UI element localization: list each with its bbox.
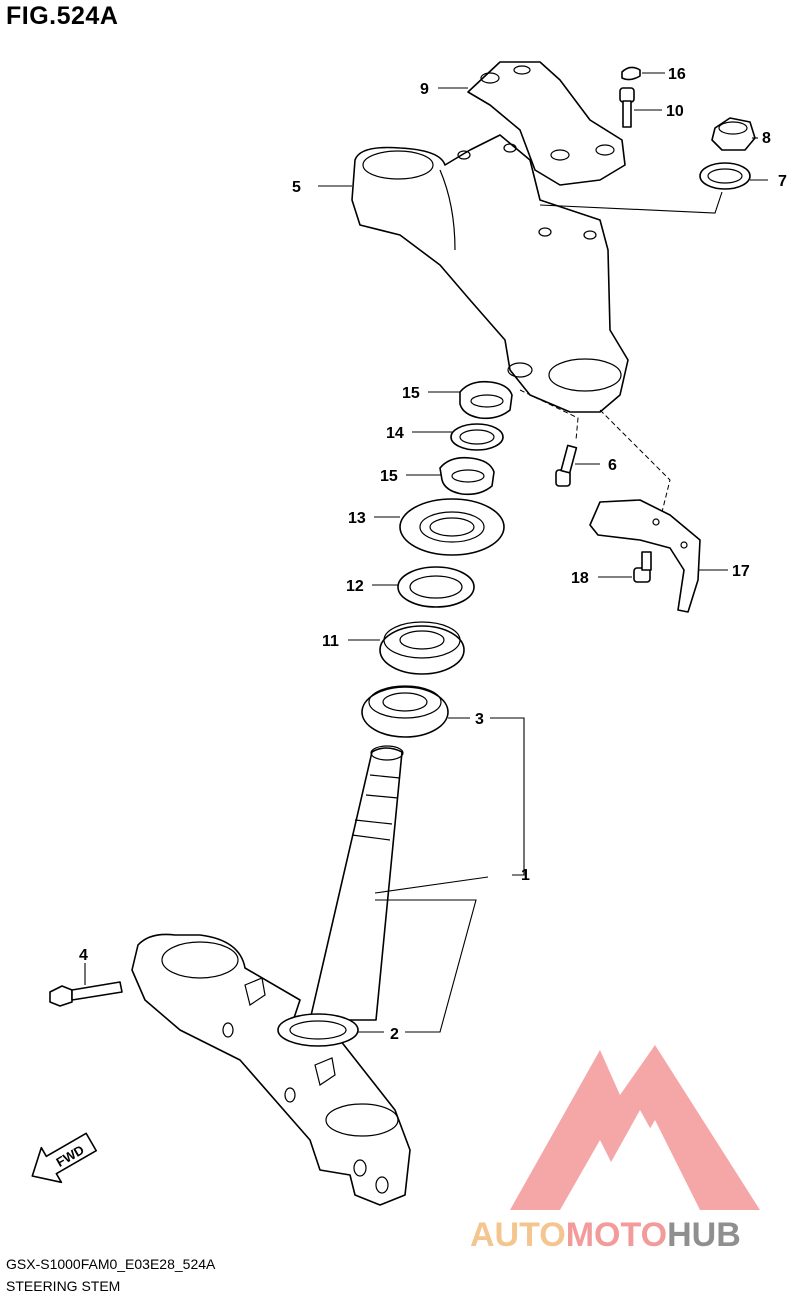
part-3-bearing-race [361, 685, 449, 738]
callout-1: 1 [521, 867, 530, 884]
part-12-seal-ring [397, 566, 475, 608]
callout-13: 13 [348, 510, 366, 527]
figure-title: FIG.524A [6, 2, 119, 30]
watermark-part-3: HUB [667, 1216, 741, 1254]
callout-5: 5 [292, 179, 301, 196]
part-8-nut [711, 117, 756, 151]
part-2-seal [277, 1013, 359, 1047]
callout-7: 7 [778, 173, 787, 190]
callout-6: 6 [608, 457, 617, 474]
part-18-bolt [633, 551, 652, 583]
callout-15-upper: 15 [402, 385, 420, 402]
part-13-dust-seal [399, 498, 505, 556]
part-5-upper-bracket [351, 134, 629, 413]
callout-2: 2 [390, 1026, 399, 1043]
callout-3: 3 [475, 711, 484, 728]
part-9-handlebar-clamp [467, 61, 626, 186]
part-1-steering-stem [131, 745, 411, 1206]
callout-16: 16 [668, 66, 686, 83]
part-6-bolt [555, 444, 578, 487]
callout-17: 17 [732, 563, 750, 580]
part-7-washer [699, 162, 751, 190]
callout-18: 18 [571, 570, 589, 587]
watermark-part-2: MOTO [565, 1216, 668, 1254]
part-16-cap [621, 66, 641, 81]
callout-10: 10 [666, 103, 684, 120]
watermark-text: AUTOMOTOHUB [470, 1216, 741, 1255]
part-4-bolt [49, 981, 123, 1007]
part-15-locknut-lower [439, 456, 495, 496]
callout-14: 14 [386, 425, 404, 442]
callout-11: 11 [322, 633, 339, 650]
part-17-cover [589, 499, 701, 613]
figure-name: STEERING STEM [6, 1278, 121, 1294]
figure-code: GSX-S1000FAM0_E03E28_524A [6, 1256, 216, 1272]
part-15-locknut-upper [459, 380, 513, 420]
part-10-bolt [619, 87, 635, 128]
triangle-logo-icon [510, 1045, 760, 1210]
fwd-arrow-icon: FWD [31, 1132, 97, 1184]
part-11-bearing [379, 621, 465, 675]
callout-15-lower: 15 [380, 468, 398, 485]
part-14-washer [450, 423, 504, 451]
watermark-part-1: AUTO [470, 1216, 566, 1254]
callout-4: 4 [79, 947, 88, 964]
callout-8: 8 [762, 130, 771, 147]
callout-12: 12 [346, 578, 364, 595]
callout-9: 9 [420, 81, 429, 98]
